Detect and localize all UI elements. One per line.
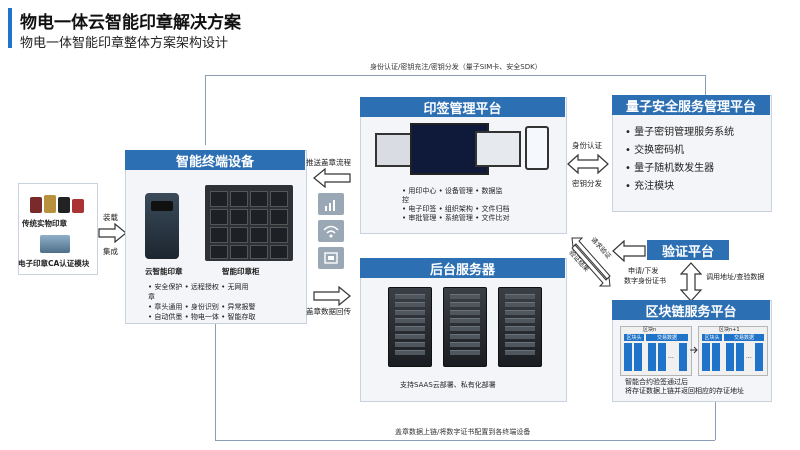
seal-feature-line: • 审批管理 • 系统管理 • 文件比对	[402, 214, 510, 222]
bottom-flow-line-left	[215, 322, 216, 440]
cloud-smart-seal-image	[145, 193, 179, 259]
quantum-item-list: • 量子密钥管理服务系统 • 交换密码机 • 量子随机数发生器 • 充注模块	[625, 127, 735, 192]
block-head: 区块头	[624, 334, 644, 341]
left-item-ca-module: 电子印章CA认证模块	[18, 259, 90, 268]
quantum-bidirectional-arrow	[567, 153, 609, 175]
backend-title: 后台服务器	[360, 258, 565, 278]
cloud-smart-seal-label: 云智能印章	[145, 267, 183, 276]
bottom-flow-line	[215, 440, 715, 441]
seal-feature-line: 控	[402, 196, 409, 204]
left-item-traditional-seal: 传统实物印章	[22, 219, 67, 228]
quantum-auth-label: 身份认证	[572, 141, 602, 150]
block-col	[702, 343, 710, 371]
ca-module-image	[40, 235, 70, 253]
block-head: 区块头	[702, 334, 722, 341]
smart-seal-cabinet-label: 智能印章柜	[222, 267, 260, 276]
block-ellipsis: ...	[746, 353, 752, 360]
verify-title: 验证平台	[647, 240, 729, 260]
chain-link-arrow	[690, 346, 698, 354]
top-flow-line	[205, 75, 705, 76]
load-label: 装载	[103, 213, 118, 222]
block-col	[658, 343, 666, 371]
top-flow-label: 身份认证/密钥充注/密钥分发（量子SIM卡、安全SDK）	[370, 63, 542, 71]
wifi-icon	[318, 220, 344, 242]
server-image	[443, 287, 487, 367]
block-body: 交易数据	[646, 334, 688, 341]
block-n-plus-1: 区块n+1 区块头 交易数据 ...	[698, 326, 768, 376]
server-image	[498, 287, 542, 367]
block-n-label: 区块n	[643, 327, 657, 333]
server-image	[388, 287, 432, 367]
terminal-feature-line: 章	[148, 293, 155, 301]
verify-cert-label: 数字身份证书	[624, 277, 666, 285]
push-flow-arrow	[313, 168, 351, 188]
backend-deploy-note: 支持SAAS云部署、私有化部署	[400, 381, 496, 389]
load-arrow	[98, 222, 127, 244]
seal-feature-line: • 用印中心 • 设备管理 • 数据监	[402, 187, 503, 195]
quantum-item: 充注模块	[634, 181, 675, 192]
block-col	[736, 343, 744, 371]
quantum-item: 交换密码机	[634, 145, 685, 156]
quantum-key-dist-label: 密钥分发	[572, 179, 602, 188]
block-col	[624, 343, 632, 371]
traditional-seals-image	[30, 193, 84, 215]
return-data-arrow	[313, 286, 351, 306]
dashboard-screens-image	[375, 123, 550, 178]
terminal-feature-line: • 章头通用 • 身份识别 • 异常报警	[148, 303, 256, 311]
blockchain-note-1: 智能合约验签通过后	[625, 378, 688, 386]
quantum-item: 量子随机数发生器	[634, 163, 715, 174]
page-title: 物电一体云智能印章解决方案	[20, 13, 241, 33]
terminal-feature-line: • 安全保护 • 远程授权 • 无网用	[148, 283, 249, 291]
block-col	[648, 343, 656, 371]
verify-apply-label: 申请/下发	[628, 267, 659, 275]
return-data-label: 盖章数据回传	[306, 307, 351, 316]
terminal-feature-list: • 安全保护 • 远程授权 • 无网用 章 • 章头通用 • 身份识别 • 异常…	[148, 282, 256, 322]
terminal-feature-line: • 自动供墨 • 物电一体 • 智能存取	[148, 313, 256, 321]
quantum-item: 量子密钥管理服务系统	[634, 127, 735, 138]
blockchain-note-2: 将存证数据上链并返回相应的存证地址	[625, 387, 744, 395]
smart-seal-cabinet-image	[205, 185, 293, 261]
terminal-title: 智能终端设备	[125, 150, 305, 170]
top-flow-line-left	[205, 75, 206, 145]
block-col	[755, 343, 763, 371]
chain-diagonal-arrows	[571, 237, 611, 287]
integrate-label: 集成	[103, 247, 118, 256]
block-col	[712, 343, 720, 371]
seal-platform-title: 印签管理平台	[360, 97, 565, 117]
block-n1-label: 区块n+1	[719, 327, 740, 333]
verify-call-label: 调用地址/查验数据	[706, 273, 765, 281]
push-flow-label: 推送盖章流程	[306, 158, 351, 167]
block-col	[726, 343, 734, 371]
quantum-title: 量子安全服务管理平台	[612, 95, 770, 115]
bottom-flow-line-right	[715, 400, 716, 440]
signal-icon	[318, 193, 344, 215]
block-n: 区块n 区块头 交易数据 ...	[620, 326, 692, 376]
bottom-flow-label: 盖章数据上链/将数字证书配置到各终端设备	[395, 428, 531, 436]
page-subtitle: 物电一体智能印章整体方案架构设计	[20, 36, 229, 51]
block-ellipsis: ...	[668, 353, 674, 360]
blockchain-title: 区块链服务平台	[612, 300, 770, 320]
verify-vertical-arrow	[680, 262, 702, 302]
block-body: 交易数据	[724, 334, 764, 341]
seal-feature-line: • 电子印签 • 组织架构 • 文件归档	[402, 205, 510, 213]
seal-platform-feature-list: • 用印中心 • 设备管理 • 数据监 控 • 电子印签 • 组织架构 • 文件…	[402, 187, 510, 223]
block-col	[634, 343, 642, 371]
top-flow-line-right	[705, 75, 706, 95]
ethernet-icon	[318, 247, 344, 269]
title-accent-bar	[8, 8, 12, 48]
block-col	[679, 343, 687, 371]
verify-left-arrow	[612, 240, 646, 262]
